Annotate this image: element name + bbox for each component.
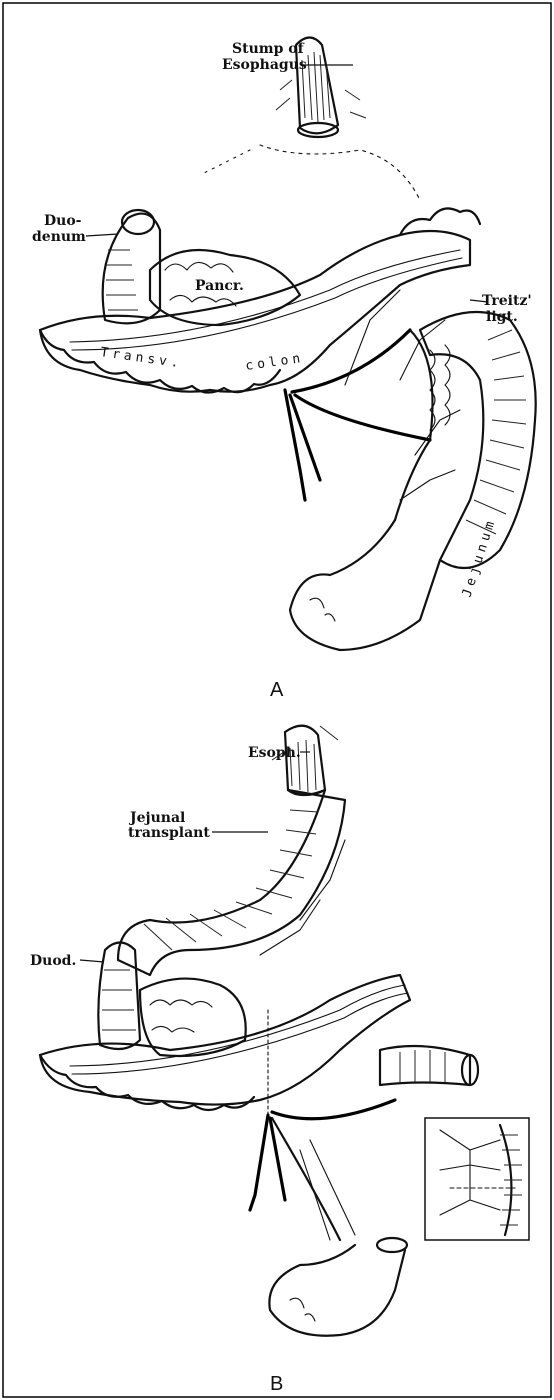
- panel-b-letter: B: [270, 1373, 283, 1395]
- label-denum: denum: [32, 229, 86, 245]
- panel-a: Stump of Esophagus Duo- denum Pancr. Tre…: [32, 38, 536, 702]
- duodenum-drawing: [103, 210, 160, 323]
- label-treitz: Treitz': [482, 293, 532, 309]
- mesenteric-vessels-a: [285, 290, 460, 520]
- panel-b: Esoph. Jejunal transplant Duod. B: [30, 726, 529, 1395]
- jejunal-loop-b: [380, 1046, 478, 1085]
- jejunum-drawing: [290, 312, 536, 650]
- label-esophagus: Esophagus: [222, 57, 307, 73]
- label-pancreas: Pancr.: [195, 278, 244, 294]
- label-transplant: transplant: [128, 825, 210, 841]
- label-duo: Duo-: [44, 213, 82, 229]
- label-ligt: ligt.: [486, 309, 518, 325]
- mesenteric-vessels-b: [250, 1100, 395, 1240]
- transverse-colon-drawing-b: [40, 975, 410, 1115]
- panel-a-letter: A: [270, 679, 284, 701]
- label-colon: colon: [244, 351, 305, 374]
- label-jejunum: Jejunum: [460, 516, 500, 599]
- inset-detail-box: [425, 1118, 529, 1240]
- label-esoph: Esoph.: [248, 745, 301, 761]
- label-duod: Duod.: [30, 953, 76, 969]
- label-jejunal: Jejunal: [128, 810, 185, 826]
- label-stump-of: Stump of: [232, 41, 305, 57]
- small-bowel-b: [269, 1238, 407, 1336]
- label-transv: Transv.: [99, 345, 183, 371]
- duodenum-drawing-b: [98, 943, 245, 1057]
